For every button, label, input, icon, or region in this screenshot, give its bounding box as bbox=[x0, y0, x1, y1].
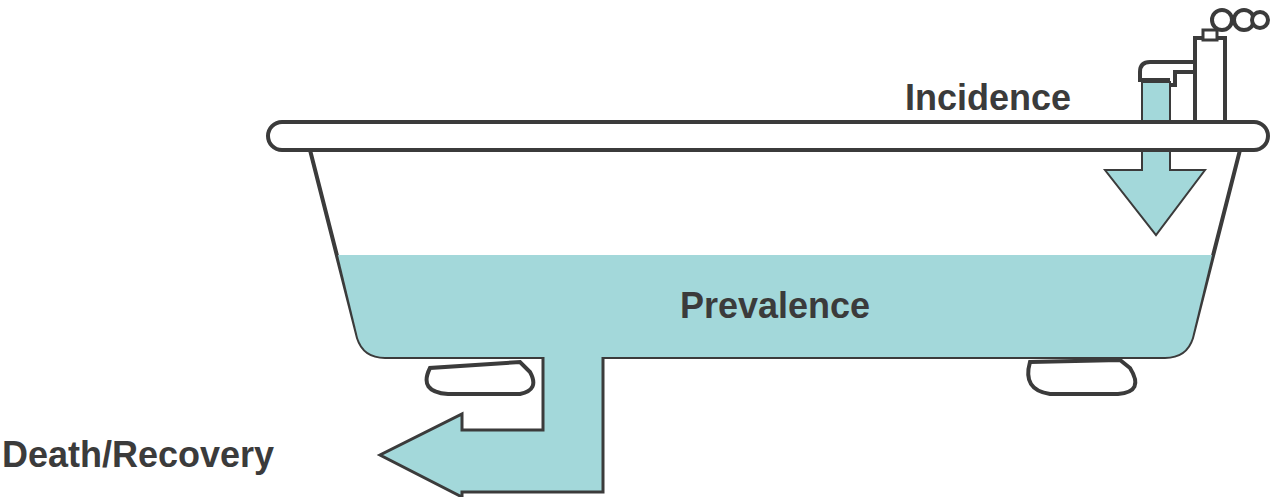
faucet-stem bbox=[1203, 30, 1217, 40]
faucet-handle bbox=[1252, 12, 1268, 28]
tub-rim bbox=[268, 122, 1268, 150]
tub-foot bbox=[1028, 360, 1135, 394]
tub-foot bbox=[427, 362, 534, 394]
tub-body bbox=[310, 150, 1240, 357]
node-label: Prevalence bbox=[330, 286, 1220, 326]
incidence-arrow bbox=[1105, 82, 1205, 235]
flow-label: Death/Recovery bbox=[2, 437, 274, 473]
faucet-handle bbox=[1212, 10, 1232, 30]
flow-label: Incidence bbox=[905, 80, 1071, 116]
water-band: Prevalence bbox=[330, 255, 1220, 357]
drain-arrow bbox=[380, 340, 603, 497]
faucet-body bbox=[1195, 38, 1225, 126]
